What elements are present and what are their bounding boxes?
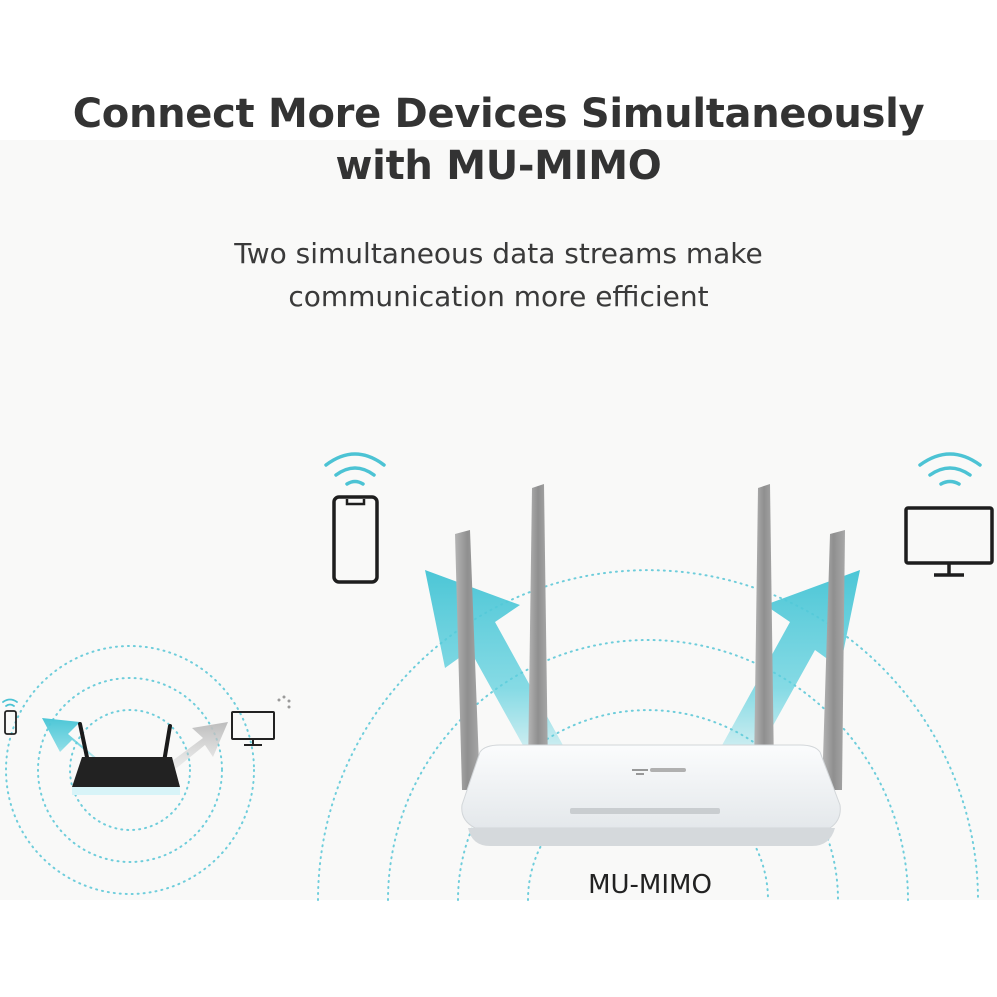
arrow-icon [164, 722, 228, 775]
small-router-rings [5, 645, 255, 895]
router-icon [461, 744, 841, 846]
signal-range-rings [317, 569, 979, 901]
monitor-icon [904, 506, 994, 577]
subtitle-line-2: communication more efficient [288, 280, 709, 314]
router-icon [72, 722, 180, 795]
router-caption: MU-MIMO [588, 870, 712, 900]
wifi-icon [918, 452, 982, 486]
smartphone-icon [4, 710, 17, 735]
wifi-icon [2, 698, 18, 707]
smartphone-icon [332, 495, 379, 584]
title-line-1: Connect More Devices Simultaneously [72, 91, 925, 137]
title-line-2: with MU-MIMO [335, 143, 662, 189]
wifi-icon [324, 452, 386, 486]
monitor-icon [231, 711, 275, 746]
page-title: Connect More Devices Simultaneously with… [0, 88, 997, 192]
loading-icon [277, 695, 291, 709]
page-subtitle: Two simultaneous data streams make commu… [0, 232, 997, 319]
arrow-icon [715, 570, 860, 785]
arrow-icon [42, 718, 108, 770]
subtitle-line-1: Two simultaneous data streams make [234, 237, 763, 270]
router-antennas [455, 484, 845, 790]
